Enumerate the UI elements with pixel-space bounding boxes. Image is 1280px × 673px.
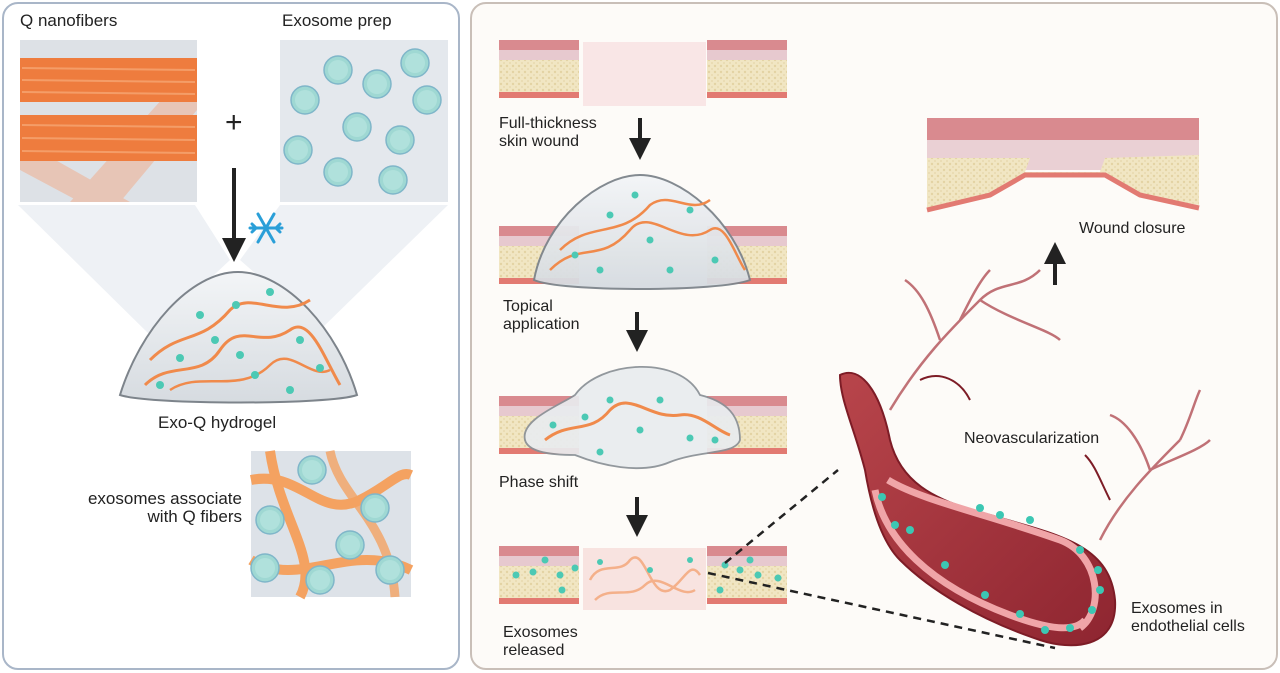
wound-closure-label: Wound closure	[1079, 220, 1186, 237]
step-label-phase-shift: Phase shift	[499, 474, 579, 491]
step-label-topical: Topical application	[503, 298, 580, 333]
exo-q-hydrogel-dome	[118, 270, 359, 404]
exosome-fiber-association-image	[248, 449, 414, 600]
callout-line-lower	[707, 571, 1056, 650]
down-arrow-icon	[626, 312, 648, 352]
phase-shift-step-3	[499, 365, 787, 470]
snowflake-icon	[248, 212, 284, 244]
neovascularization-label: Neovascularization	[964, 430, 1100, 447]
exo-q-hydrogel-label: Exo-Q hydrogel	[158, 413, 277, 432]
plus-sign: +	[225, 106, 243, 139]
down-arrow-icon	[629, 118, 651, 160]
step-label-wound: Full-thickness skin wound	[499, 115, 597, 150]
exosomes-released-step-4	[499, 546, 787, 610]
blood-vessel-illustration	[838, 269, 1211, 647]
exosome-prep-label: Exosome prep	[282, 11, 392, 30]
down-arrow-icon	[222, 168, 246, 262]
step-label-released: Exosomes released	[503, 624, 578, 659]
q-nanofibers-label: Q nanofibers	[20, 11, 118, 30]
down-arrow-icon	[626, 497, 648, 537]
callout-line-upper	[724, 469, 839, 564]
skin-wound-step-1	[499, 40, 787, 106]
up-arrow-icon	[1044, 242, 1066, 285]
wound-closure-skin	[926, 118, 1200, 213]
endothelial-exosomes-label: Exosomes in endothelial cells	[1131, 600, 1245, 635]
q-nanofibers-image	[20, 40, 197, 202]
exosome-prep-image	[280, 40, 448, 202]
topical-application-step-2	[499, 173, 787, 290]
association-label: exosomes associate with Q fibers	[87, 489, 242, 526]
